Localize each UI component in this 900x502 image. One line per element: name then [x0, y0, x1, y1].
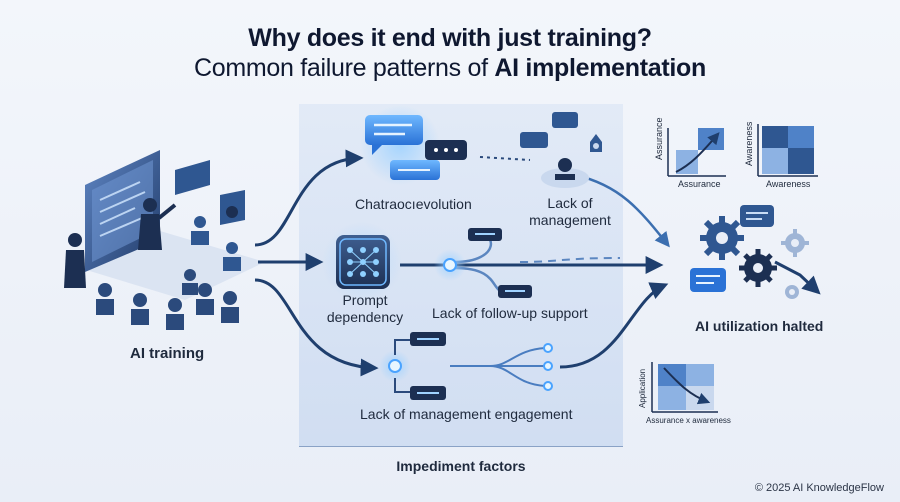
lack-of-management-line-1: Lack of — [547, 195, 593, 211]
follow-up-node-icon — [434, 228, 532, 298]
ai-utilization-halted-label: AI utilization halted — [695, 318, 824, 334]
chart-assurance-ylabel: Assurance — [654, 117, 664, 160]
management-engagement-label: Lack of management engagement — [360, 406, 573, 422]
lack-of-management-label: Lack of management — [520, 195, 620, 229]
copyright-text: © 2025 AI KnowledgeFlow — [754, 482, 884, 494]
chart-application-xlabel: Assurance x awareness — [646, 416, 731, 425]
prompt-dependency-line-2: dependency — [326, 309, 404, 325]
title-line-2: Common failure patterns of AI implementa… — [0, 54, 900, 83]
management-network-icon — [379, 332, 553, 400]
chart-awareness-ylabel: Awareness — [744, 121, 754, 166]
impediment-factors-label: Impediment factors — [396, 458, 526, 474]
chart-assurance-xlabel: Assurance — [678, 179, 721, 189]
panel-baseline — [299, 446, 623, 447]
prompt-dependency-line-1: Prompt — [342, 292, 388, 308]
gears-halted-icon — [690, 205, 821, 299]
mini-chart-application — [651, 362, 718, 413]
title-line-2-bold: AI implementation — [494, 54, 706, 82]
lack-of-management-line-2: management — [529, 212, 611, 228]
training-scene-illustration — [64, 150, 265, 330]
top-branch-label: Chatraocıevolution — [355, 196, 472, 212]
chart-awareness-xlabel: Awareness — [766, 179, 811, 189]
mini-chart-assurance — [667, 128, 726, 177]
mini-chart-awareness — [757, 124, 818, 177]
title-line-1: Why does it end with just training? — [248, 24, 652, 52]
chart-application-ylabel: Application — [638, 368, 647, 408]
ai-training-label: AI training — [130, 345, 205, 362]
flow-arrows — [254, 149, 670, 377]
prompt-dependency-label: Prompt dependency — [320, 292, 410, 326]
title-line-2-prefix: Common failure patterns of — [194, 54, 495, 82]
management-person-icon — [520, 112, 602, 188]
follow-up-support-label: Lack of follow-up support — [432, 305, 588, 321]
chat-bubbles-icon — [360, 105, 467, 185]
prompt-grid-icon — [322, 222, 402, 302]
